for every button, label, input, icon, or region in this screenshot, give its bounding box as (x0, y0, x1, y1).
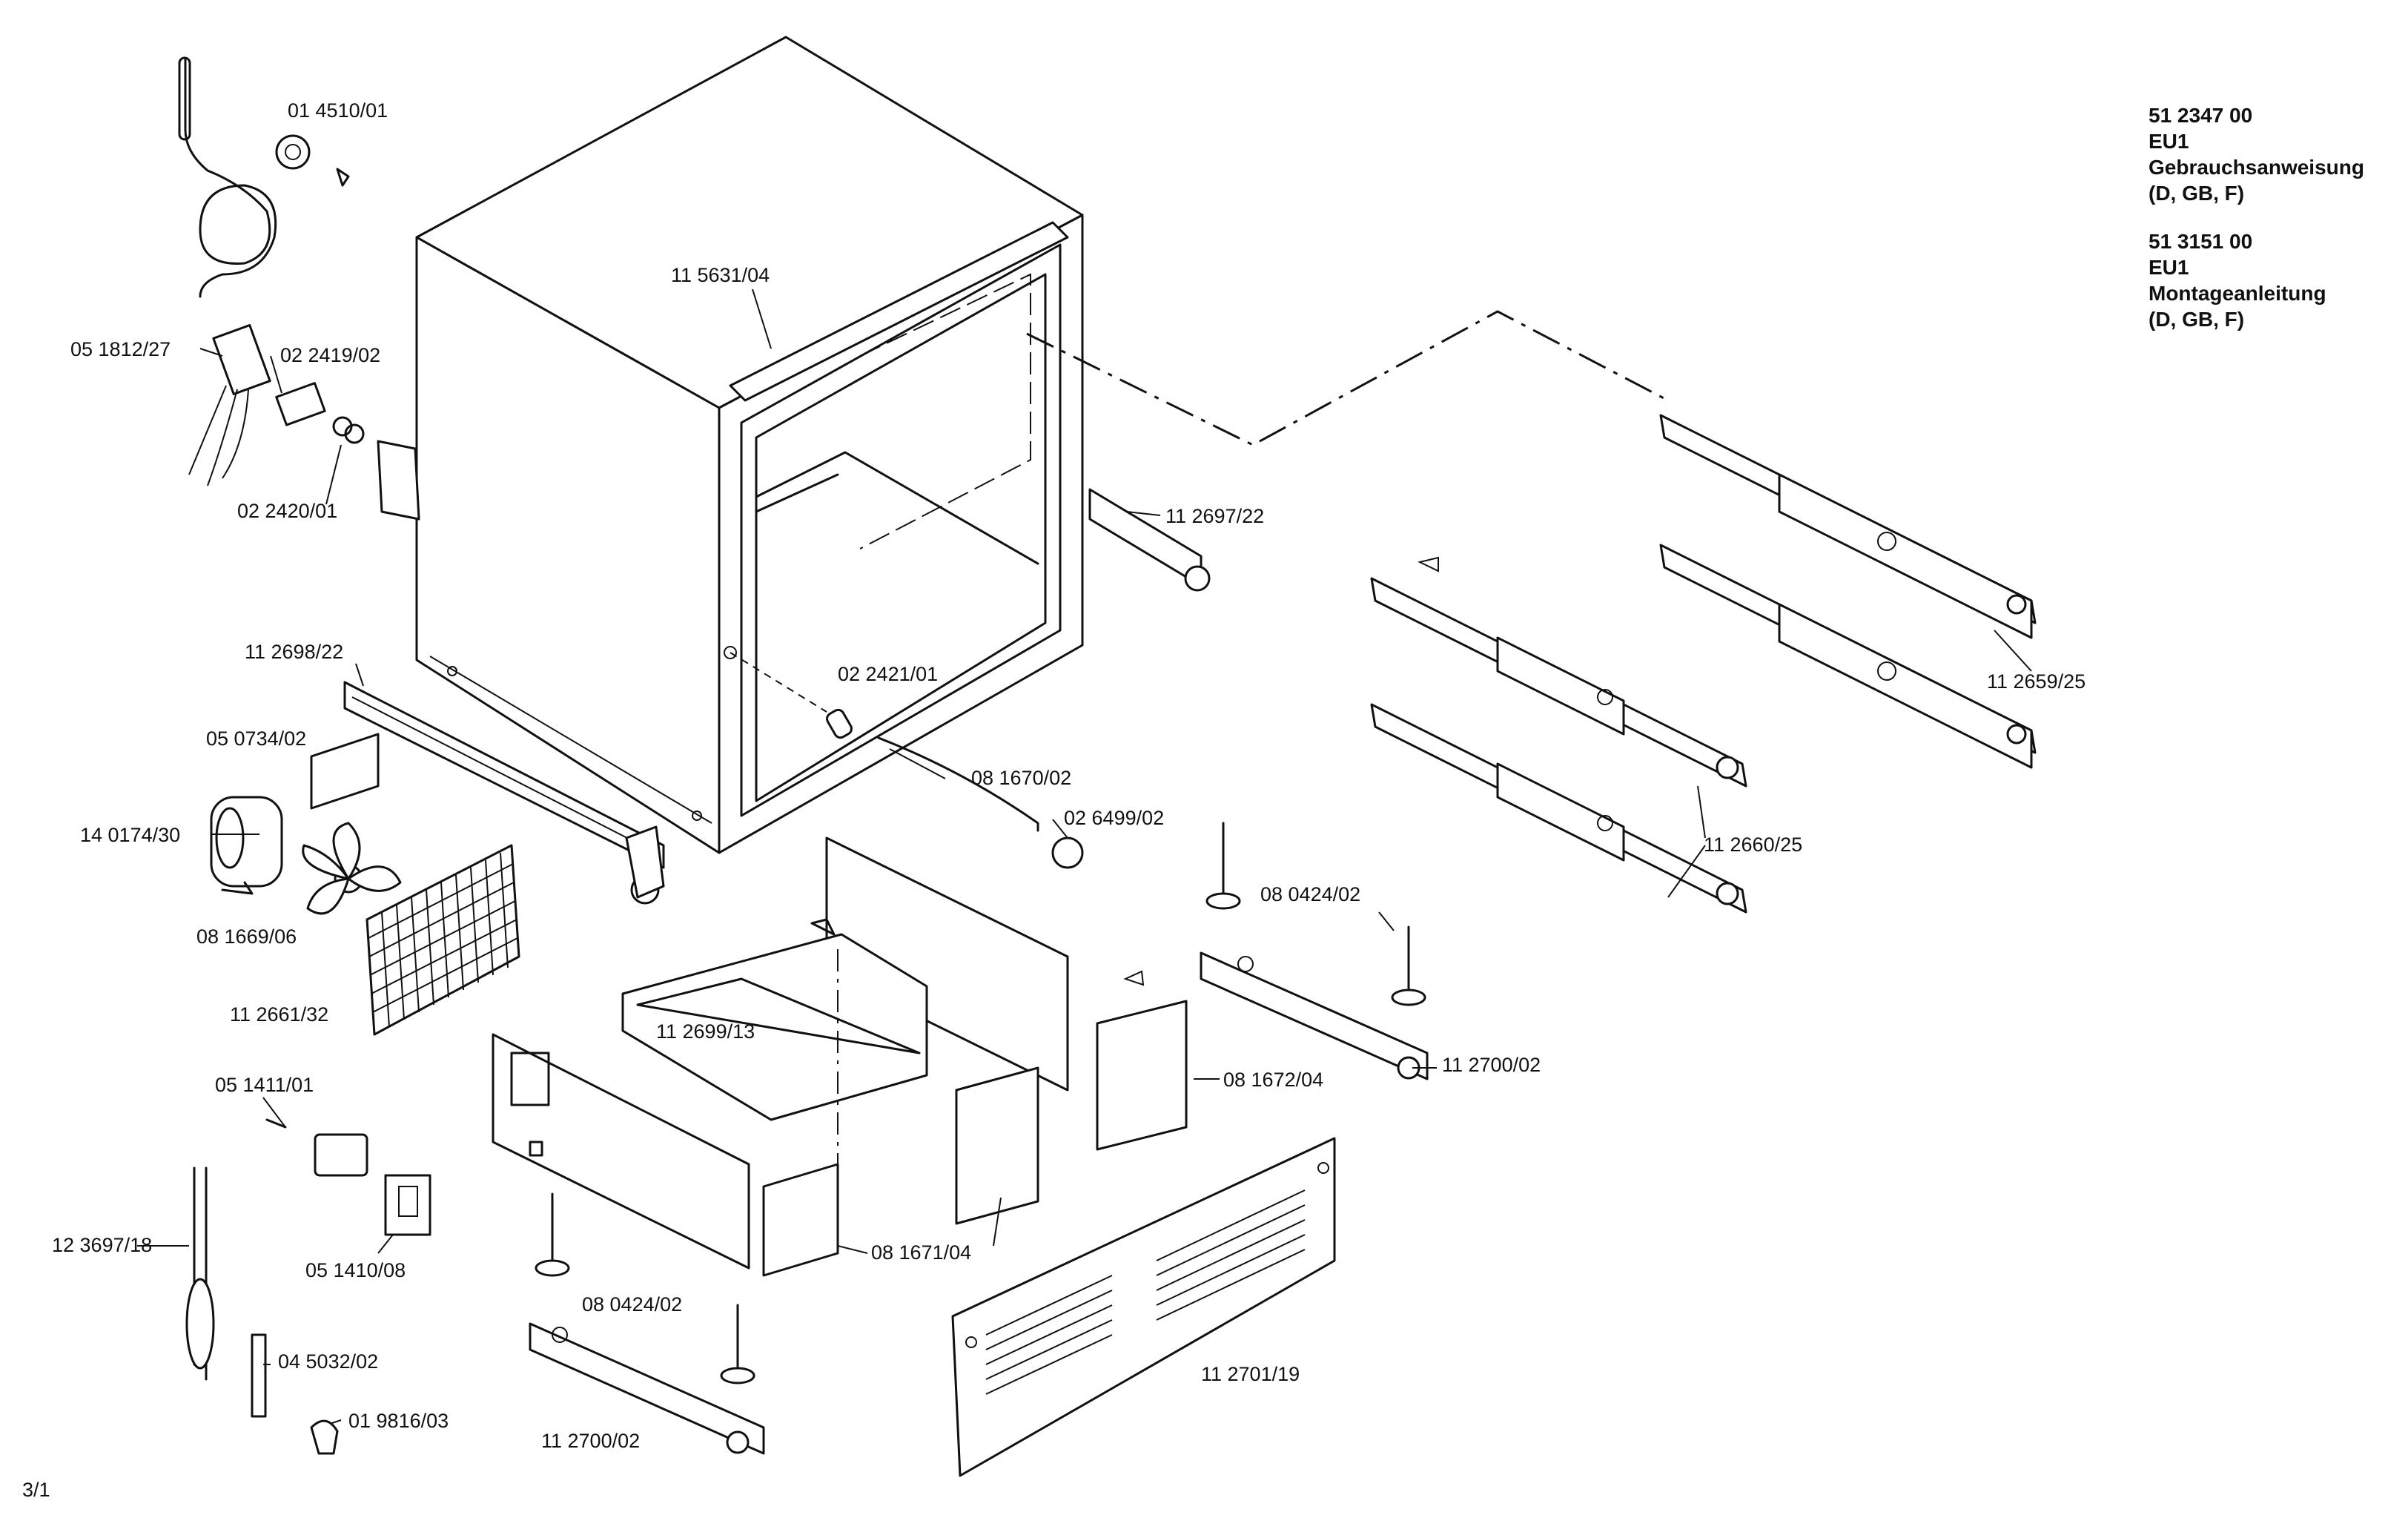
hinge-pin (730, 652, 1084, 869)
part-label-p19: 11 2700/02 (1442, 1054, 1541, 1076)
right-rails-lower (1370, 556, 1747, 914)
capillary-tube (185, 1166, 339, 1455)
part-label-p08: 05 0734/02 (206, 727, 306, 750)
fan-blade (302, 822, 402, 915)
part-label-p24: 08 1671/04 (871, 1241, 971, 1264)
part-label-p04: 02 2420/01 (237, 500, 337, 522)
part-label-p12: 02 2421/01 (838, 663, 938, 685)
part-label-p11: 11 2661/32 (230, 1003, 328, 1026)
part-label-p03: 02 2419/02 (280, 344, 380, 366)
upper-right-rail (1088, 488, 1211, 592)
part-label-p14: 02 6499/02 (1064, 807, 1164, 829)
doc-1-region: EU1 (2149, 130, 2189, 153)
part-label-p07: 11 2698/22 (245, 641, 343, 663)
doc-2-number: 51 3151 00 (2149, 230, 2252, 253)
condenser-grid (366, 844, 520, 1036)
part-label-p02: 05 1812/27 (70, 338, 171, 360)
front-grille (951, 1137, 1336, 1477)
doc-2-region: EU1 (2149, 256, 2189, 279)
part-label-p13: 08 1670/02 (971, 767, 1071, 789)
left-slide-rail (343, 681, 665, 905)
part-label-p22: 05 1410/08 (305, 1259, 406, 1281)
part-label-p25: 08 0424/02 (582, 1293, 682, 1316)
part-label-p23: 12 3697/18 (52, 1234, 152, 1256)
doc-1-languages: (D, GB, F) (2149, 182, 2244, 205)
label-leaders (137, 288, 2032, 1425)
part-label-p29: 11 2701/19 (1201, 1363, 1300, 1385)
page-number: 3/1 (22, 1479, 50, 1501)
part-label-p26: 04 5032/02 (278, 1350, 378, 1373)
doc-2-title: Montageanleitung (2149, 282, 2326, 305)
part-label-p05: 11 5631/04 (671, 264, 770, 286)
part-label-p18: 11 2699/13 (656, 1020, 755, 1043)
part-label-p21: 05 1411/01 (215, 1074, 314, 1096)
part-label-p17: 11 2660/25 (1704, 834, 1802, 856)
document-references: 51 2347 00 EU1 Gebrauchsanweisung (D, GB… (2149, 104, 2364, 331)
cabinet-housing (415, 36, 1084, 854)
part-label-p06: 11 2697/22 (1165, 505, 1264, 527)
foot-plate-left (529, 1322, 765, 1455)
part-label-p28: 11 2700/02 (541, 1430, 640, 1452)
part-label-p09: 14 0174/30 (80, 824, 180, 846)
part-label-p27: 01 9816/03 (348, 1410, 449, 1432)
part-label-p16: 11 2659/25 (1987, 670, 2086, 693)
foot-plate-right (1200, 951, 1429, 1080)
part-label-p20: 08 1672/04 (1223, 1069, 1323, 1091)
doc-2-languages: (D, GB, F) (2149, 308, 2244, 331)
fan-motor-assembly (210, 733, 402, 915)
adjustable-feet (535, 822, 1426, 1384)
doc-1-number: 51 2347 00 (2149, 104, 2252, 127)
part-labels: 01 4510/01 05 1812/27 02 2419/02 02 2420… (52, 99, 2086, 1452)
lamp-holder (265, 1118, 431, 1236)
part-label-p01: 01 4510/01 (288, 99, 388, 122)
thermostat-assembly (178, 56, 420, 521)
right-rails-upper (1659, 414, 2037, 769)
doc-1-title: Gebrauchsanweisung (2149, 156, 2364, 179)
part-label-p15: 08 0424/02 (1260, 883, 1360, 905)
base-frame (492, 836, 1188, 1277)
leader-line (1026, 310, 1669, 446)
part-label-p10: 08 1669/06 (196, 925, 297, 948)
